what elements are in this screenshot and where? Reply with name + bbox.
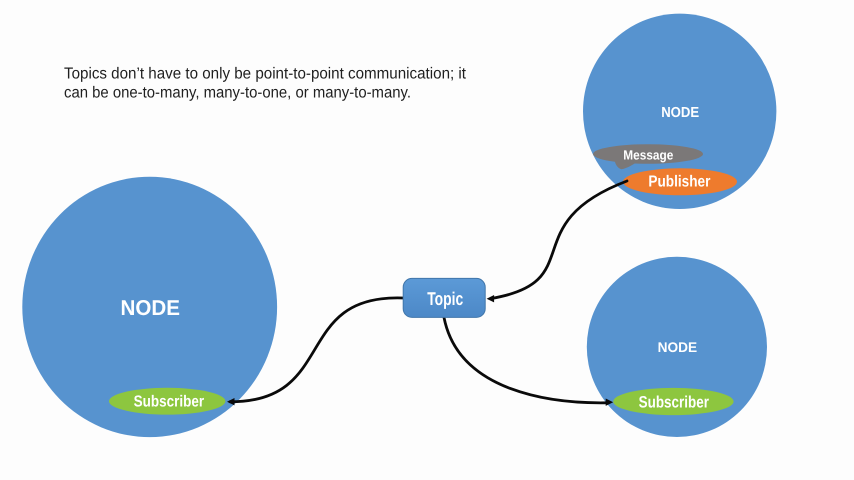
svg-text:Subscriber: Subscriber	[639, 394, 710, 412]
svg-text:Topic: Topic	[427, 288, 463, 309]
svg-text:Topics don’t have to only be p: Topics don’t have to only be point-to-po…	[64, 65, 467, 82]
svg-text:can be one-to-many, many-to-on: can be one-to-many, many-to-one, or many…	[64, 85, 411, 102]
svg-text:NODE: NODE	[658, 339, 698, 355]
svg-text:Message: Message	[623, 147, 673, 162]
svg-text:Subscriber: Subscriber	[134, 393, 205, 410]
svg-text:NODE: NODE	[121, 296, 181, 320]
svg-text:Publisher: Publisher	[648, 173, 710, 190]
svg-text:NODE: NODE	[661, 105, 699, 121]
